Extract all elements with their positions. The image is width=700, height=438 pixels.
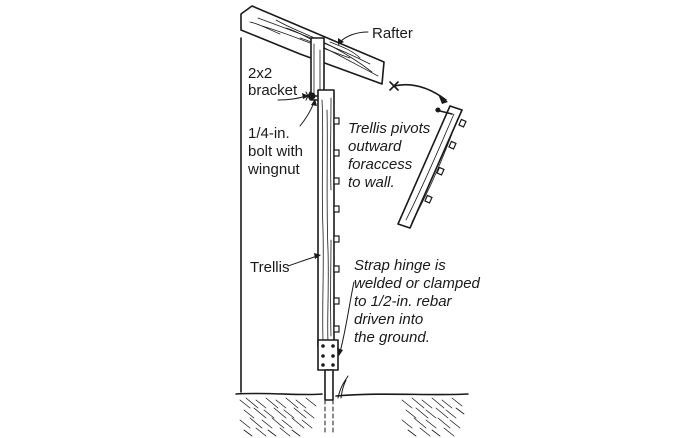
trellis-post [317,89,335,347]
label-bracket: 2x2 bracket [248,65,298,99]
label-bolt-line: wingnut [247,161,301,178]
label-hinge-line: driven into [354,311,423,328]
label-bracket-line: bracket [248,82,298,99]
strap-hinge [317,339,339,371]
pivoted-trellis [397,105,467,229]
rebar [324,369,334,433]
soil-texture-right [401,397,465,437]
label-bolt-line: 1/4-in. [248,125,290,142]
label-trellis: Trellis [250,259,289,276]
label-hinge-line: to 1/2-in. rebar [354,293,453,310]
soil-texture-left [239,397,317,437]
label-bolt: 1/4-in. bolt with wingnut [247,125,307,178]
leader-lines [277,31,369,356]
label-bracket-line: 2x2 [248,65,272,82]
trellis-cleats [333,117,340,333]
label-bolt-line: bolt with [248,143,303,160]
label-pivot-line: outward [348,138,402,155]
label-hinge-line: the ground. [354,329,430,346]
label-pivot-line: foraccess [348,156,413,173]
label-rafter: Rafter [372,25,413,42]
ground [235,375,469,437]
label-pivot-line: to wall. [348,174,395,191]
label-pivot: Trellis pivots outward foraccess to wall… [348,120,434,191]
label-hinge-line: welded or clamped [354,275,481,292]
label-pivot-line: Trellis pivots [348,120,431,137]
curved-arrow-icon [389,81,448,104]
label-hinge-line: Strap hinge is [354,257,446,274]
label-hinge: Strap hinge is welded or clamped to 1/2-… [354,257,484,346]
